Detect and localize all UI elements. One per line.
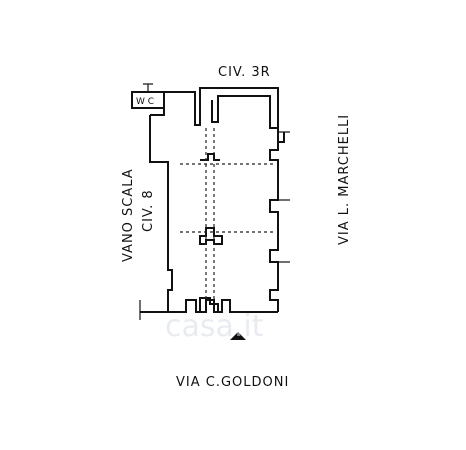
label-bottom: VIA C.GOLDONI [176,375,289,390]
label-left-inner: CIV. 8 [141,189,156,232]
entrance-arrow-icon [230,332,246,340]
interior-walls [199,95,278,312]
wc-label: W C [136,97,154,107]
label-right: VIA L. MARCHELLI [337,114,352,245]
watermark-logo: casa.it [165,309,264,344]
dashed-lines [180,128,276,300]
label-left-outer: VANO SCALA [121,168,136,262]
wc-block: W C [131,83,165,109]
label-top: CIV. 3R [218,65,271,80]
